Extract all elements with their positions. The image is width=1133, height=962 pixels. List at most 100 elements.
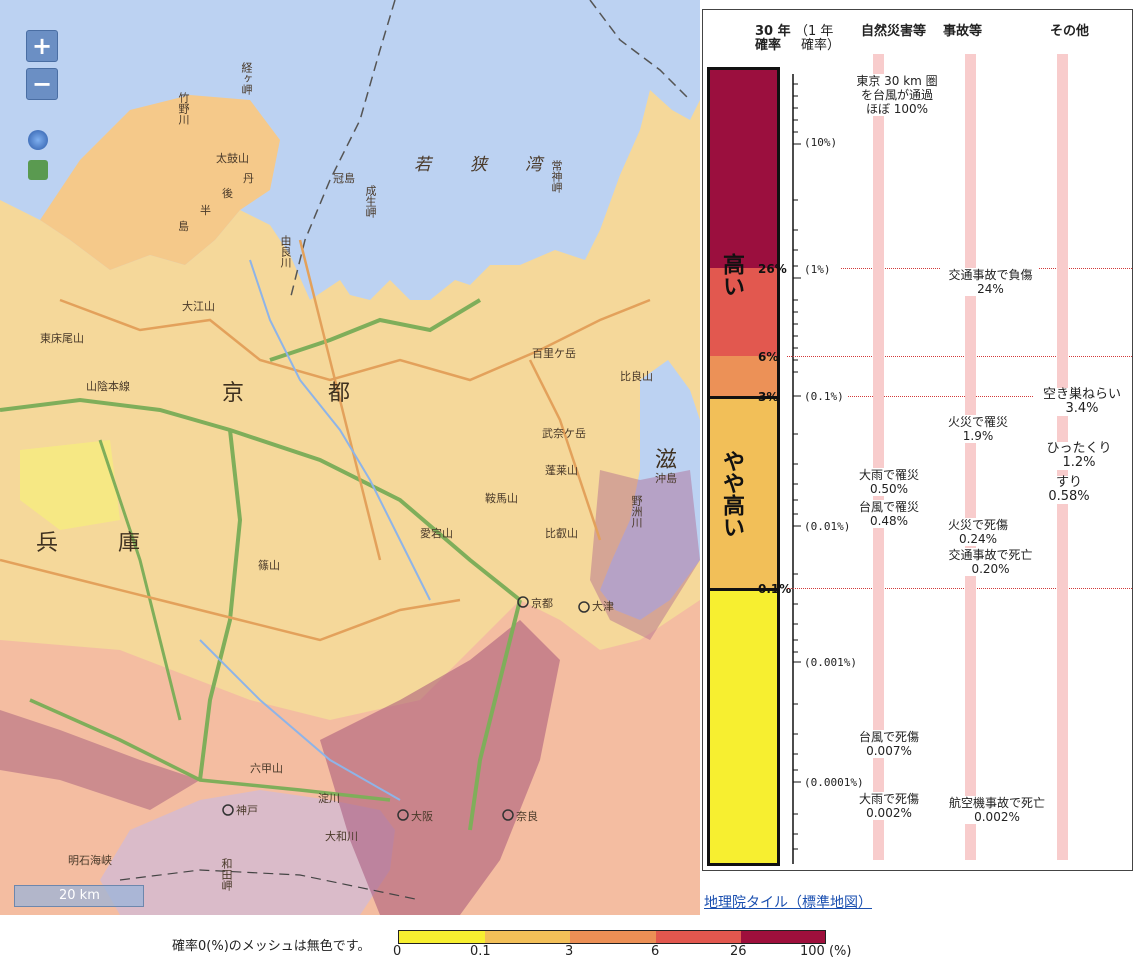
header-natural: 自然災害等 [861, 24, 927, 39]
tango-peninsula [40, 95, 280, 270]
band-high-text: 高い [719, 253, 744, 297]
note-typhoon-damage: 台風で罹災 0.48% [855, 500, 923, 528]
map-label-atagoyama: 愛宕山 [420, 527, 453, 540]
note-traffic-death: 交通事故で死亡 0.20% [943, 548, 1038, 576]
map-label-naruo: 成生岬 [364, 185, 377, 218]
risk-zone-shiga [590, 470, 700, 640]
map-label-akashi: 明石海峡 [68, 854, 112, 867]
note-burglary: 空き巣ねらい 3.4% [1039, 388, 1125, 416]
road [59, 298, 651, 382]
legend-tick-4: 26 [730, 944, 747, 959]
header-1yr: （1 年 [795, 24, 834, 39]
layer-switch-icon[interactable] [28, 160, 48, 180]
border-line-bay [119, 869, 421, 901]
column-bar-natural [873, 54, 884, 860]
map-label-osaka-city: 大阪 [411, 810, 433, 823]
band-red [707, 268, 780, 356]
ref-line-01 [787, 588, 1132, 589]
note-plane: 航空機事故で死亡 0.002% [943, 796, 1051, 824]
legend-tick-5: 100 (%) [800, 944, 852, 959]
zoom-in-button[interactable]: + [26, 30, 58, 62]
ref-line-6 [787, 356, 1132, 357]
band-mid-label: やや高い [719, 450, 744, 544]
risk-zone-high-osaka [320, 620, 560, 915]
pct-3: 3% [758, 390, 779, 404]
map-label-wakasa2: 狭 [470, 155, 487, 175]
lake-biwa [600, 360, 700, 620]
ref-line-26-b [1033, 268, 1132, 269]
globe-icon[interactable] [28, 130, 48, 150]
note-typhoon-damage-text: 台風で罹災 0.48% [858, 500, 919, 528]
map-label-kobe-city: 神戸 [236, 804, 258, 817]
note-typhoon-tokyo: 東京 30 km 圏 を台風が通過 ほぼ 100% [855, 74, 939, 116]
map-label-yasu: 野洲川 [630, 495, 643, 528]
legend-swatch-5 [741, 931, 825, 943]
zoom-out-button[interactable]: − [26, 68, 58, 100]
legend-tick-2: 3 [565, 944, 574, 959]
map-label-kyogamisaki: 経ヶ岬 [240, 62, 253, 95]
note-pickpocket-text: すり 0.58% [1048, 475, 1090, 504]
map-label-tango1: 丹 [243, 172, 254, 185]
low-risk-zone [20, 440, 120, 530]
note-heavyrain-death: 大雨で死傷 0.002% [855, 792, 923, 820]
border-line-ne [589, 0, 691, 101]
map-label-kanmurijima: 冠島 [333, 172, 355, 185]
p-00001: (0.0001%) [804, 776, 864, 789]
note-fire-damage-text: 火災で罹災 1.9% [947, 415, 1008, 443]
map-label-wakasa3: 湾 [525, 155, 542, 175]
map-label-wakasa1: 若 [414, 155, 431, 175]
legend-tick-0: 0 [393, 944, 402, 959]
note-fire-death-text: 火災で死傷 0.24% [947, 518, 1008, 546]
note-snatch-text: ひったくり 1.2% [1046, 441, 1112, 470]
scale-bar: 20 km [14, 885, 144, 907]
note-snatch: ひったくり 1.2% [1039, 442, 1119, 470]
expressway [0, 397, 522, 602]
p-1: (1%) [804, 263, 831, 276]
band-top-dark [707, 67, 780, 268]
header-accident: 事故等 [943, 24, 983, 39]
risk-zone-high-kobe [0, 710, 200, 810]
map-label-tango4: 島 [178, 220, 189, 233]
legend-caption: 確率0(%)のメッシュは無色です。 [172, 939, 371, 954]
legend-bar [398, 930, 826, 944]
map-label-kuramayama: 鞍馬山 [485, 492, 518, 505]
hazard-map[interactable]: + − 京 都 兵 庫 滋 若 狭 湾 山陰本線 東床尾山 大江山 太鼓山 丹 … [0, 0, 700, 915]
pct-26: 26% [758, 262, 787, 276]
map-label-oeyama: 大江山 [182, 300, 215, 313]
map-label-sanin: 山陰本線 [86, 380, 130, 393]
legend-swatch-1 [399, 931, 485, 943]
band-high-label: 高い [719, 253, 744, 303]
map-label-kyoto-city: 京都 [531, 597, 553, 610]
legend-tick-3: 6 [651, 944, 660, 959]
expressway-2 [198, 429, 243, 781]
city-marker-kyoto [517, 596, 529, 608]
map-label-yura: 由良川 [279, 235, 292, 268]
map-label-yodo: 淀川 [318, 792, 340, 805]
legend-swatch-3 [570, 931, 656, 943]
map-label-kyo: 京 [222, 381, 245, 406]
scale-label: 20 km [59, 888, 100, 903]
ref-line-26-a [841, 268, 940, 269]
river-2 [199, 639, 401, 801]
map-label-hirasan: 比良山 [620, 370, 653, 383]
note-typhoon-death-text: 台風で死傷 0.007% [858, 730, 919, 758]
road-2 [0, 558, 461, 642]
map-label-takeno: 竹野川 [177, 92, 190, 125]
p-001: (0.01%) [804, 520, 851, 533]
map-label-hieizan: 比叡山 [545, 527, 578, 540]
note-burglary-text: 空き巣ねらい 3.4% [1042, 387, 1121, 416]
header-other: その他 [1050, 24, 1090, 39]
attribution-link[interactable]: 地理院タイル（標準地図） [702, 892, 874, 912]
note-plane-text: 航空機事故で死亡 0.002% [948, 796, 1045, 824]
note-traffic-injury: 交通事故で負傷 24% [943, 268, 1038, 296]
road-4 [528, 359, 602, 541]
expressway-6 [29, 698, 391, 802]
note-fire-death: 火災で死傷 0.24% [943, 518, 1013, 546]
legend-swatch-4 [655, 931, 742, 943]
map-label-rokko: 六甲山 [250, 762, 283, 775]
log-axis [792, 74, 801, 864]
map-label-yamato: 大和川 [325, 830, 358, 843]
map-label-otsu-city: 大津 [592, 600, 614, 613]
map-label-horaisan: 蓬莱山 [545, 464, 578, 477]
city-marker-osaka [397, 809, 409, 821]
